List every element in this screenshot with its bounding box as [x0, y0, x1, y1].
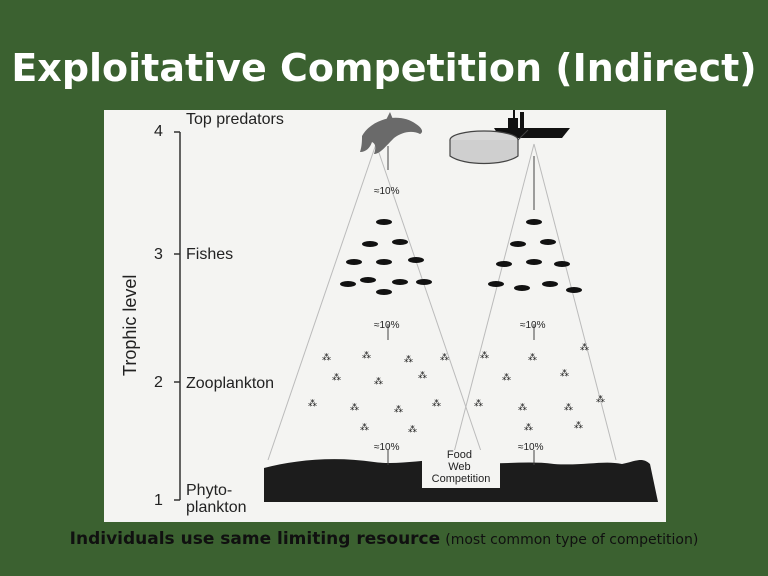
svg-text:⁂: ⁂	[404, 354, 413, 364]
svg-text:⁂: ⁂	[528, 352, 537, 362]
svg-text:⁂: ⁂	[332, 372, 341, 382]
svg-text:⁂: ⁂	[480, 350, 489, 360]
svg-text:⁂: ⁂	[308, 398, 317, 408]
food-web-figure: Trophic level 4 Top predators 3 Fishes 2…	[104, 110, 666, 522]
transfer-label-left-4: ≈10%	[374, 186, 400, 197]
caption-emphasis: Individuals use same limiting resource	[69, 529, 441, 549]
level-4-number: 4	[154, 123, 163, 140]
level-4-label: Top predators	[186, 111, 284, 128]
zooplankton-right: ⁂⁂⁂ ⁂⁂ ⁂⁂⁂⁂ ⁂⁂	[474, 342, 605, 432]
competition-box	[422, 450, 500, 488]
svg-text:⁂: ⁂	[394, 404, 403, 414]
svg-text:⁂: ⁂	[350, 402, 359, 412]
zooplankton-left: ⁂⁂⁂⁂ ⁂⁂⁂ ⁂⁂⁂⁂ ⁂⁂	[308, 350, 449, 434]
trophic-axis: Trophic level	[120, 131, 181, 501]
svg-text:⁂: ⁂	[596, 394, 605, 404]
transfer-label-left-3: ≈10%	[374, 320, 400, 331]
level-1-label: Phyto- plankton	[186, 482, 247, 516]
fish-school-right	[488, 219, 582, 293]
svg-text:⁂: ⁂	[560, 368, 569, 378]
food-web-diagram: Trophic level 4 Top predators 3 Fishes 2…	[120, 110, 658, 516]
level-3-label: Fishes	[186, 246, 233, 263]
transfer-arrows	[387, 146, 535, 465]
svg-text:⁂: ⁂	[432, 398, 441, 408]
transfer-label-right-3: ≈10%	[520, 320, 546, 331]
svg-text:⁂: ⁂	[580, 342, 589, 352]
level-2-label: Zooplankton	[186, 375, 274, 392]
transfer-label-left-2: ≈10%	[374, 442, 400, 453]
level-1-number: 1	[154, 492, 163, 509]
svg-text:⁂: ⁂	[322, 352, 331, 362]
fish-school-left	[340, 219, 432, 295]
svg-text:⁂: ⁂	[574, 420, 583, 430]
svg-text:⁂: ⁂	[374, 376, 383, 386]
dolphin-icon	[360, 112, 423, 154]
svg-text:⁂: ⁂	[408, 424, 417, 434]
axis-label: Trophic level	[120, 275, 140, 376]
svg-text:⁂: ⁂	[474, 398, 483, 408]
slide-title: Exploitative Competition (Indirect)	[11, 46, 757, 90]
level-3-number: 3	[154, 246, 163, 263]
competition-label: Food Web Competition	[432, 449, 491, 485]
svg-text:⁂: ⁂	[362, 350, 371, 360]
caption-note: (most common type of competition)	[445, 532, 699, 548]
transfer-label-right-2: ≈10%	[518, 442, 544, 453]
svg-text:⁂: ⁂	[564, 402, 573, 412]
svg-text:⁂: ⁂	[502, 372, 511, 382]
right-cone	[451, 143, 617, 461]
svg-text:⁂: ⁂	[518, 402, 527, 412]
svg-text:⁂: ⁂	[440, 352, 449, 362]
svg-text:⁂: ⁂	[360, 422, 369, 432]
slide-caption: Individuals use same limiting resource (…	[0, 529, 768, 549]
level-2-number: 2	[154, 374, 163, 391]
svg-text:⁂: ⁂	[418, 370, 427, 380]
fishing-net-icon	[449, 129, 529, 165]
svg-text:⁂: ⁂	[524, 422, 533, 432]
